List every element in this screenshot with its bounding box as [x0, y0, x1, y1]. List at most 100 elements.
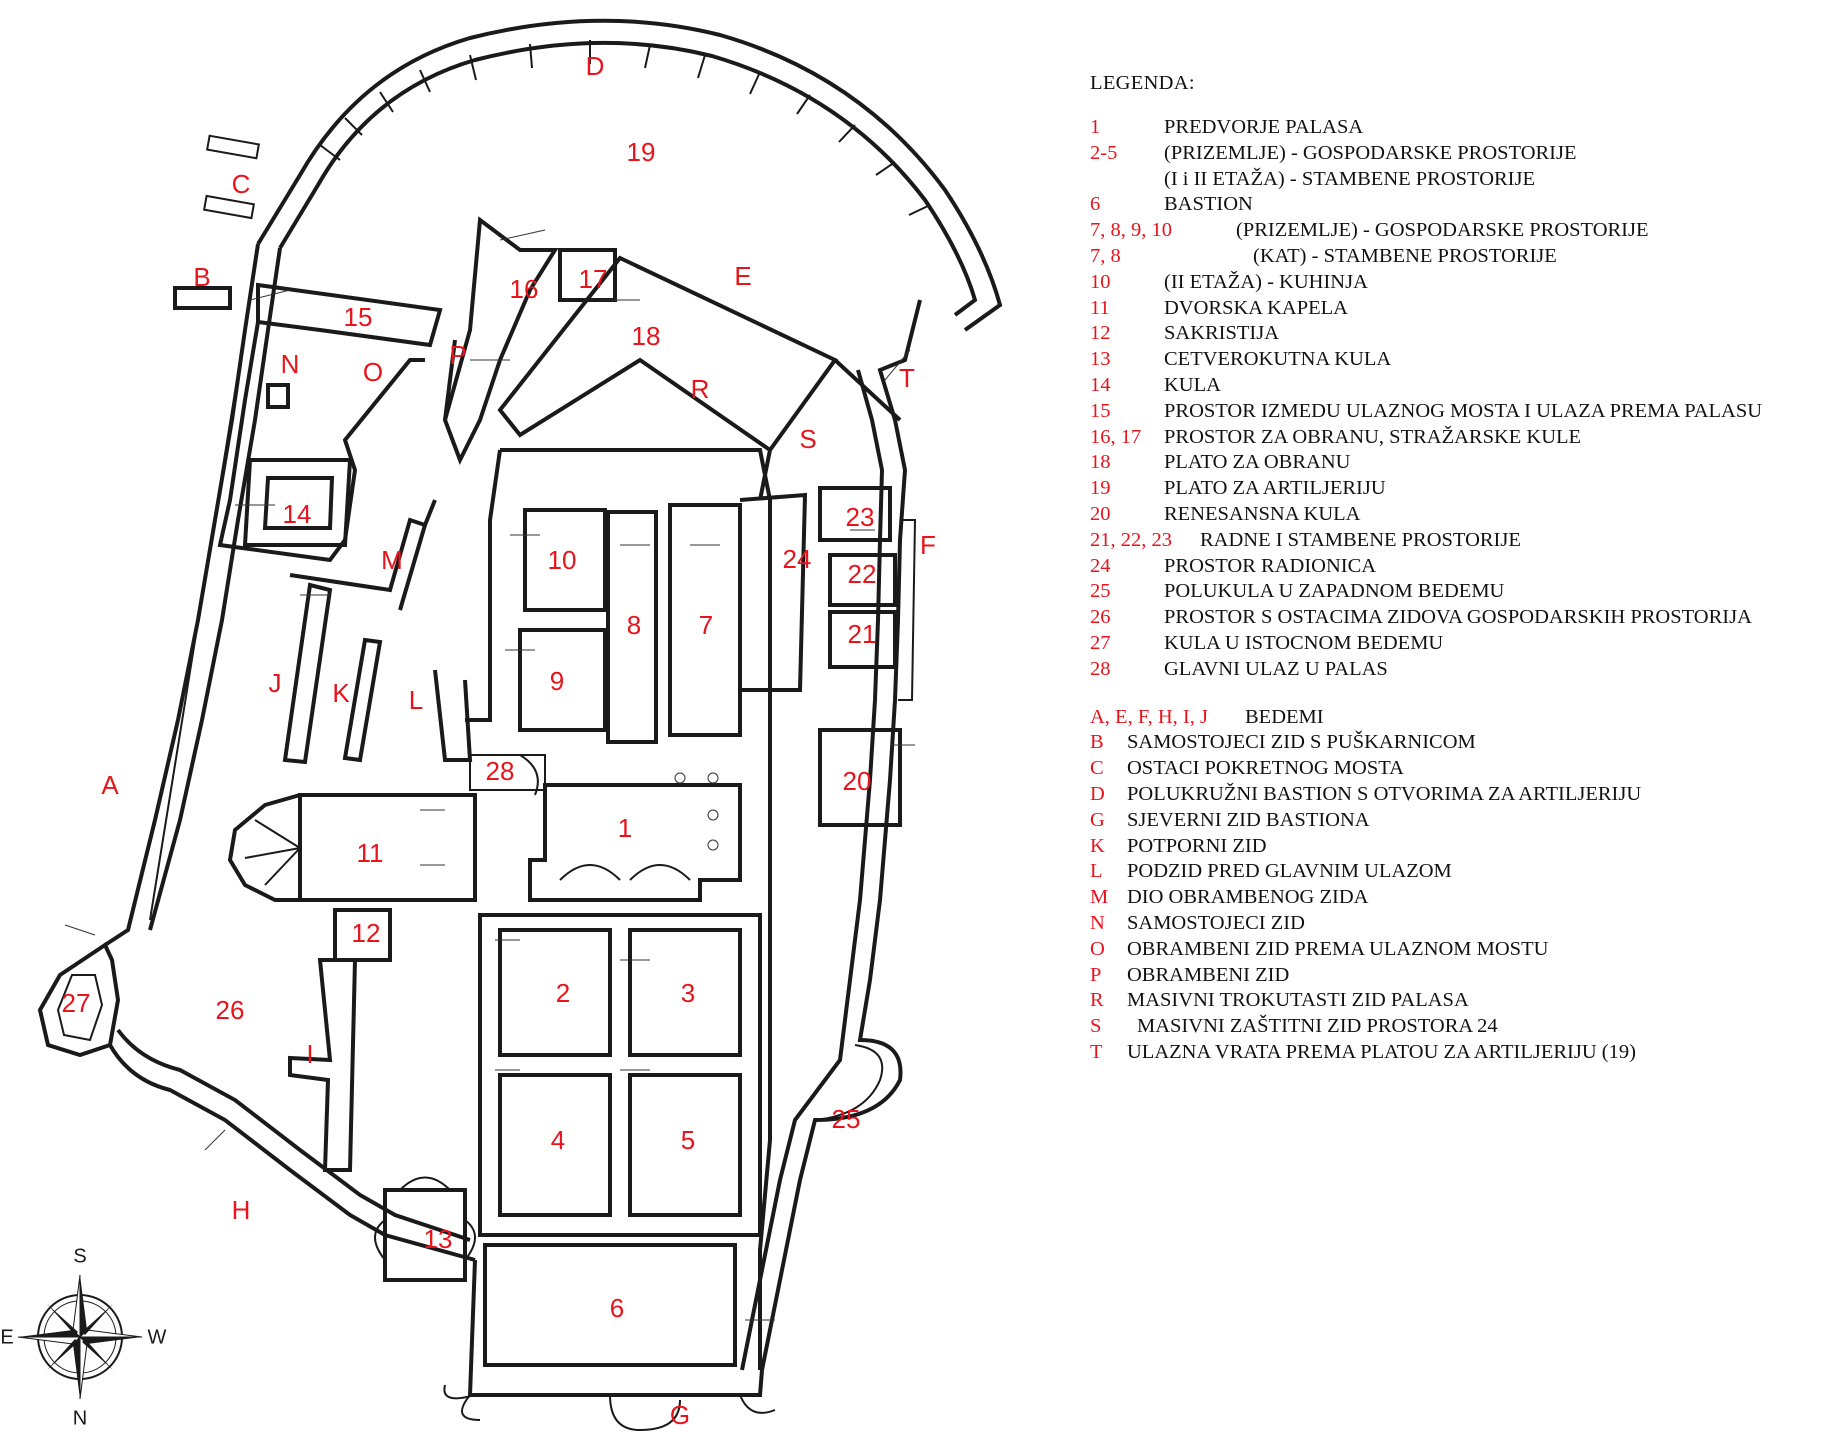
legend-key: 15 — [1090, 399, 1111, 422]
room-3 — [628, 928, 742, 1057]
legend-item: C OSTACI POKRETNOG MOSTA — [1090, 756, 1835, 782]
legend-description: MASIVNI TROKUTASTI ZID PALASA — [1127, 989, 1469, 1012]
legend-key: K — [1090, 834, 1105, 857]
label-wall-r: R — [691, 374, 710, 404]
outer-walls — [37, 18, 1003, 1432]
wall-g-arcs — [443, 1384, 776, 1432]
label-room-4: 4 — [551, 1125, 565, 1155]
label-wall-p: P — [449, 340, 466, 370]
compass-top: S — [73, 1245, 86, 1267]
legend-key: 18 — [1090, 451, 1111, 474]
legend-description: SAKRISTIJA — [1164, 322, 1280, 345]
label-wall-t: T — [899, 363, 915, 393]
legend-title: LEGENDA: — [1090, 72, 1195, 94]
legend-description: RADNE I STAMBENE PROSTORIJE — [1200, 528, 1521, 551]
label-room-19: 19 — [627, 137, 656, 167]
label-room-11: 11 — [357, 838, 384, 868]
legend-key: 19 — [1090, 477, 1111, 500]
wall-f — [898, 519, 917, 701]
legend-description: SJEVERNI ZID BASTIONA — [1127, 808, 1370, 831]
wall-a-hairline — [149, 329, 246, 921]
legend-key: S — [1090, 1015, 1102, 1038]
room-5 — [628, 1073, 742, 1217]
label-room-12: 12 — [352, 918, 381, 948]
legend-key: 1 — [1090, 116, 1101, 138]
legend-key: T — [1090, 1040, 1103, 1063]
palace-core — [465, 448, 772, 1370]
label-room-9: 9 — [550, 666, 564, 696]
label-room-6: 6 — [610, 1293, 624, 1323]
legend-key: O — [1090, 937, 1105, 960]
legend-description: (KAT) - STAMBENE PROSTORIJE — [1253, 244, 1557, 267]
label-room-13: 13 — [424, 1224, 453, 1254]
compass-left: E — [0, 1326, 13, 1348]
legend-key: 7, 8, 9, 10 — [1090, 219, 1172, 242]
room-labels: 1 2 3 4 5 6 7 8 9 10 11 12 13 14 15 16 1… — [62, 137, 877, 1323]
room-10 — [523, 508, 607, 612]
legend-description: RENESANSNA KULA — [1164, 502, 1361, 525]
legend-key: 27 — [1090, 631, 1111, 654]
legend-key: C — [1090, 757, 1104, 780]
label-room-20: 20 — [843, 766, 872, 796]
legend-description: (PRIZEMLJE) - GOSPODARSKE PROSTORIJE — [1236, 219, 1649, 242]
wall-i — [288, 958, 358, 1172]
legend-description: PLATO ZA OBRANU — [1164, 451, 1351, 474]
legend-description: OSTACI POKRETNOG MOSTA — [1127, 757, 1404, 780]
label-room-8: 8 — [627, 610, 641, 640]
label-wall-j: J — [269, 668, 282, 698]
room-20 — [818, 728, 902, 827]
legend-key: R — [1090, 989, 1104, 1012]
legend-key: 11 — [1090, 296, 1110, 319]
legend-description: PLATO ZA ARTILJERIJU — [1164, 477, 1386, 500]
legend-item: R MASIVNI TROKUTASTI ZID PALASA — [1090, 988, 1835, 1014]
legend-description: PROSTOR ZA OBRANU, STRAŽARSKE KULE — [1164, 425, 1582, 448]
legend-item: 2-5(PRIZEMLJE) - GOSPODARSKE PROSTORIJE — [1090, 141, 1835, 167]
bridge-c-1 — [206, 134, 260, 160]
legend-description: MASIVNI ZAŠTITNI ZID PROSTORA 24 — [1137, 1015, 1498, 1038]
chapel-11 — [298, 793, 477, 902]
wall-p — [443, 339, 457, 421]
wall-right — [760, 299, 922, 1371]
legend-item: 7, 8(KAT) - STAMBENE PROSTORIJE — [1090, 244, 1835, 270]
label-room-23: 23 — [846, 502, 875, 532]
compass-rose-icon: S N E W — [0, 1245, 166, 1429]
room-23 — [818, 486, 892, 542]
wall-s — [758, 358, 902, 501]
room-6 — [483, 1243, 737, 1367]
bastion-d-arc-outer — [256, 18, 1003, 332]
legend-key: 24 — [1090, 554, 1111, 577]
legend-key: 10 — [1090, 270, 1111, 293]
legend-description: DIO OBRAMBENOG ZIDA — [1127, 886, 1369, 909]
label-room-16: 16 — [510, 274, 539, 304]
label-room-28: 28 — [486, 756, 515, 786]
label-room-1: 1 — [618, 813, 632, 843]
chapel-area — [227, 582, 477, 1282]
label-wall-d: D — [586, 51, 605, 81]
room-21 — [828, 610, 897, 669]
legend-description: (II ETAŽA) - KUHINJA — [1164, 270, 1368, 293]
legend-key: 25 — [1090, 580, 1111, 603]
room-9 — [518, 628, 607, 732]
legend-key: 26 — [1090, 606, 1111, 629]
label-wall-s: S — [799, 424, 816, 454]
label-wall-i: I — [306, 1039, 313, 1069]
label-room-26: 26 — [216, 995, 245, 1025]
wall-labels: A B C D E F G H I J K L M N O P R S T — [101, 51, 936, 1430]
compass-bottom: N — [73, 1407, 87, 1429]
